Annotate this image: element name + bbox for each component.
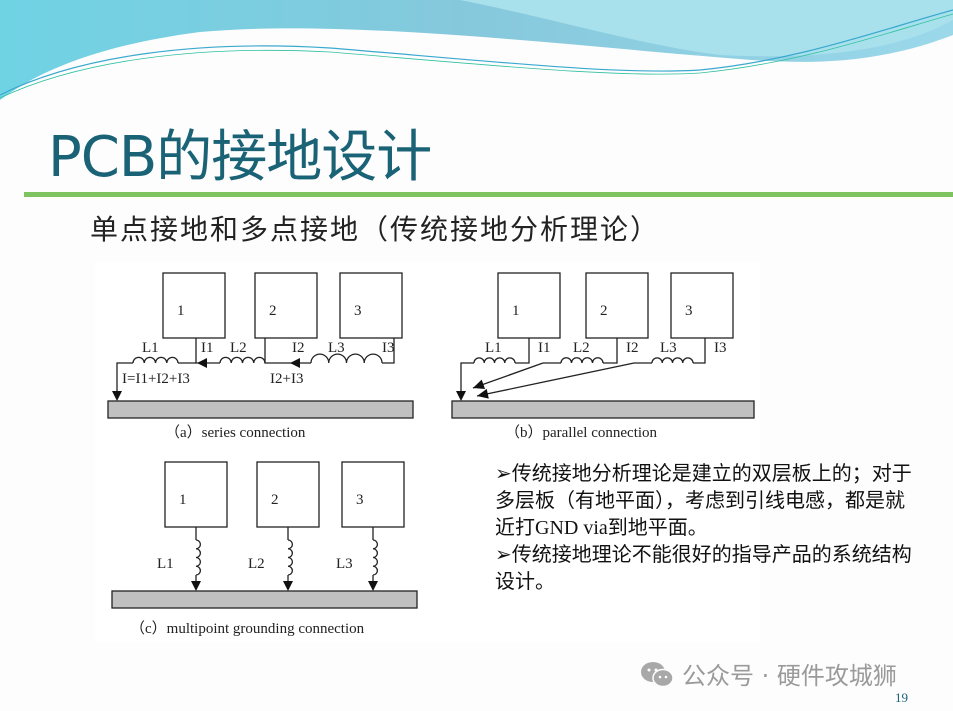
inductor-coil bbox=[310, 353, 383, 364]
wire bbox=[603, 338, 618, 364]
inductor-label: L3 bbox=[336, 556, 353, 572]
current-label: I3 bbox=[382, 340, 395, 356]
circuit-block bbox=[341, 461, 405, 528]
wechat-icon bbox=[641, 661, 674, 687]
inductor-label: L2 bbox=[573, 340, 590, 356]
inductor-coil bbox=[560, 357, 604, 364]
arrow-head bbox=[283, 581, 293, 591]
diagram-caption: （a）series connection bbox=[165, 424, 306, 441]
diagram-panel bbox=[95, 262, 760, 642]
circuit-block bbox=[164, 461, 228, 528]
multipoint-grounding-diagram: 1 2 3L1 L2 L3 （c）multipoint grounding connect… bbox=[111, 461, 418, 637]
inductor-label: L1 bbox=[142, 340, 159, 356]
inductor-coil bbox=[195, 539, 202, 576]
diagram-caption: （c）multipoint grounding connection bbox=[130, 620, 365, 637]
ground-wire bbox=[472, 362, 544, 389]
circuit-block bbox=[670, 272, 734, 339]
wire bbox=[693, 338, 706, 364]
circuit-block bbox=[162, 272, 226, 339]
total-current-label: I=I1+I2+I3 bbox=[122, 371, 190, 387]
wire bbox=[515, 338, 530, 364]
page-number: 19 bbox=[895, 690, 908, 705]
arrow-head bbox=[197, 358, 207, 368]
inductor-coil bbox=[372, 539, 379, 576]
arrow-head bbox=[368, 581, 378, 591]
inductor-label: L1 bbox=[485, 340, 502, 356]
inductor-coil bbox=[219, 356, 266, 364]
arrow-head bbox=[473, 379, 486, 390]
circuit-block bbox=[497, 272, 561, 339]
notes-text: ➢传统接地分析理论是建立的双层板上的；对于多层板（有地平面），考虑到引线电感，都… bbox=[495, 461, 915, 596]
inductor-label: L1 bbox=[157, 556, 174, 572]
block-label: 1 bbox=[179, 492, 187, 508]
inductor-label: L3 bbox=[328, 340, 345, 356]
series-connection-diagram: 1 2 3L1 L2 L3 I1 I2 I3I=I1+I2+I3 I2+I3 （a）series … bbox=[107, 272, 414, 441]
current-label: I3 bbox=[714, 340, 727, 356]
slide-title: PCB的接地设计 bbox=[48, 125, 432, 190]
arrow-head bbox=[456, 391, 466, 401]
current-label: I2 bbox=[626, 340, 639, 356]
wire bbox=[382, 338, 395, 364]
circuit-block bbox=[256, 461, 320, 528]
current-label: I2 bbox=[292, 340, 305, 356]
circuit-block bbox=[585, 272, 649, 339]
inductor-label: L3 bbox=[660, 340, 677, 356]
block-label: 2 bbox=[600, 303, 608, 319]
note-item: ➢传统接地分析理论是建立的双层板上的；对于多层板（有地平面），考虑到引线电感，都… bbox=[495, 463, 912, 539]
ground-plane bbox=[107, 400, 414, 419]
watermark-text: 公众号 · 硬件攻城狮 bbox=[682, 662, 897, 690]
inductor-coil bbox=[132, 356, 179, 364]
arrow-head bbox=[112, 391, 122, 401]
inductor-label: L2 bbox=[248, 556, 265, 572]
block-label: 3 bbox=[685, 303, 693, 319]
partial-current-label: I2+I3 bbox=[270, 371, 303, 387]
circuit-block bbox=[254, 272, 318, 339]
block-label: 2 bbox=[271, 492, 279, 508]
arrow-head bbox=[290, 358, 300, 368]
parallel-connection-diagram: 1 2 3L1 L2 L3 I1 I2 I3 （b）parallel connection bbox=[451, 272, 755, 441]
title-divider bbox=[24, 192, 953, 197]
ground-plane bbox=[111, 590, 418, 609]
inductor-label: L2 bbox=[230, 340, 247, 356]
note-item: ➢传统接地理论不能很好的指导产品的系统结构设计。 bbox=[495, 544, 912, 593]
block-label: 3 bbox=[354, 303, 362, 319]
current-label: I1 bbox=[201, 340, 214, 356]
block-label: 1 bbox=[512, 303, 520, 319]
arrow-head bbox=[477, 388, 489, 399]
block-label: 1 bbox=[177, 303, 185, 319]
inductor-coil bbox=[473, 357, 516, 364]
slide-subtitle: 单点接地和多点接地（传统接地分析理论） bbox=[90, 213, 661, 246]
current-label: I1 bbox=[538, 340, 551, 356]
inductor-coil bbox=[651, 357, 694, 364]
block-label: 2 bbox=[269, 303, 277, 319]
wire bbox=[116, 362, 133, 391]
arrow-head bbox=[191, 581, 201, 591]
ground-wire bbox=[476, 362, 635, 397]
ground-plane bbox=[451, 400, 755, 419]
block-label: 3 bbox=[356, 492, 364, 508]
inductor-coil bbox=[287, 539, 294, 576]
wire bbox=[460, 362, 474, 391]
diagram-caption: （b）parallel connection bbox=[505, 424, 658, 441]
circuit-block bbox=[339, 272, 403, 339]
watermark: 公众号 · 硬件攻城狮 bbox=[640, 656, 897, 691]
